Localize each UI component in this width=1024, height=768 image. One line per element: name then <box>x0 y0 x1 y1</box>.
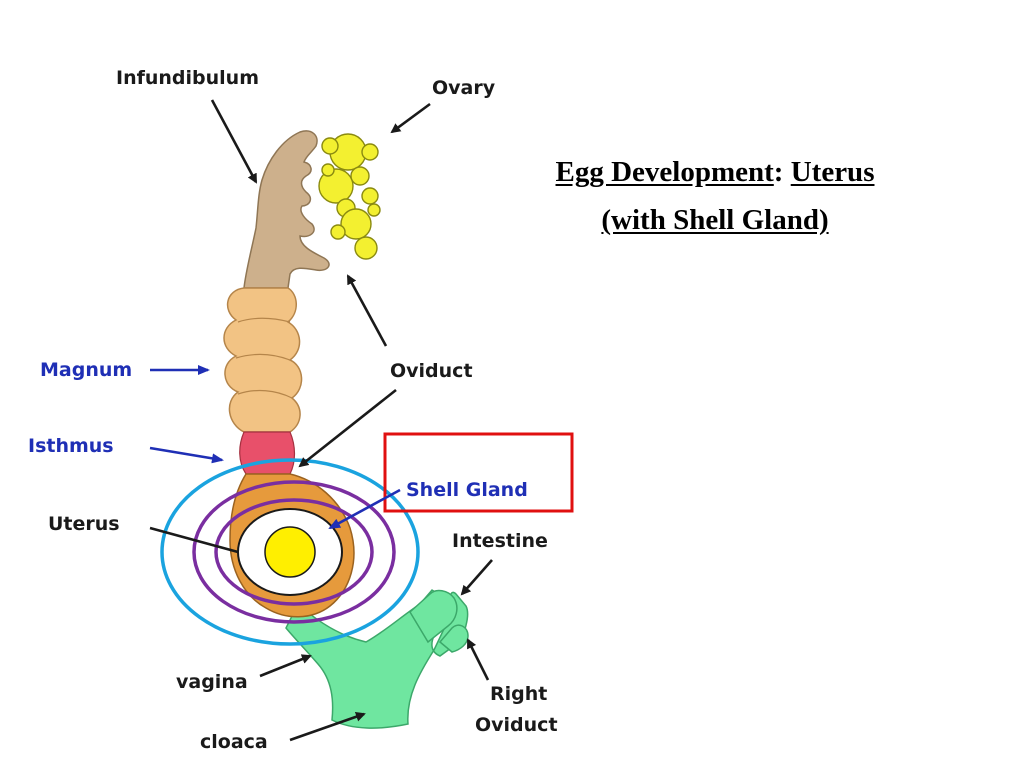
title-subtitle: (with Shell Gland) <box>601 204 829 236</box>
intestine-arrow <box>460 559 493 596</box>
isthmus-label: Isthmus <box>28 435 114 457</box>
isthmus-arrow <box>149 446 224 464</box>
shell-gland-label: Shell Gland <box>406 479 528 501</box>
magnum-label: Magnum <box>40 359 132 381</box>
uterus-label: Uterus <box>48 513 120 535</box>
isthmus-shape <box>239 431 296 475</box>
right-oviduct-arrow <box>466 638 490 681</box>
oviduct-label: Oviduct <box>390 360 473 382</box>
egg-yolk <box>264 526 316 578</box>
ovary-label: Ovary <box>432 77 496 99</box>
inner-highlight-ring <box>214 498 374 606</box>
title-line-1: Egg Development: Uterus <box>470 148 960 196</box>
vagina-arrow <box>259 654 312 678</box>
intestine-shape <box>409 589 458 644</box>
right-oviduct-shape <box>438 624 469 653</box>
oviduct-arrow-up <box>346 274 388 347</box>
right-oviduct-label-line2: Oviduct <box>475 714 558 736</box>
infundibulum-shape <box>243 130 330 289</box>
ovary-arrow <box>390 102 431 134</box>
intestine-label: Intestine <box>452 530 548 552</box>
infundibulum-arrow <box>210 99 258 184</box>
uterus-arrow <box>149 526 239 554</box>
title-part-1: Egg Development <box>555 156 774 188</box>
middle-highlight-ring <box>192 480 396 624</box>
outer-highlight-ring <box>160 458 420 646</box>
cloaca-label: cloaca <box>200 731 268 753</box>
title-part-2: Uterus <box>790 156 875 188</box>
slide-title: Egg Development: Uterus (with Shell Glan… <box>470 148 960 244</box>
vagina-label: vagina <box>176 671 248 693</box>
title-separator: : <box>773 156 784 188</box>
cloaca-arrow <box>289 711 366 742</box>
shell-gland-highlight-box <box>383 432 574 513</box>
oviduct-arrow-down <box>298 388 397 468</box>
magnum-coil-lines <box>235 317 293 399</box>
infundibulum-label: Infundibulum <box>116 67 259 89</box>
shell-gland-arrow <box>328 488 401 530</box>
label-arrows <box>149 99 493 742</box>
title-line-2: (with Shell Gland) <box>470 196 960 244</box>
right-oviduct-label-line1: Right <box>490 683 547 705</box>
ovary-follicles <box>318 133 381 260</box>
